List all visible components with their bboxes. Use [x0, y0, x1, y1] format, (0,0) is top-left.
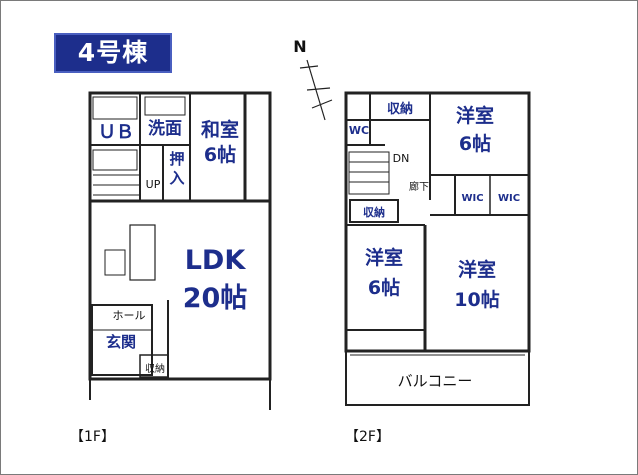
- room-label-wic-1: WIC: [461, 193, 484, 204]
- room-label-washitsu: 和室 6帖: [200, 119, 239, 166]
- room-label-senmen: 洗面: [148, 119, 182, 139]
- building-title: 4号棟: [54, 33, 172, 73]
- room-label-yoshitsu-w: 洋室 6帖: [364, 247, 403, 299]
- north-arrow-icon: [299, 59, 333, 121]
- hall-label: ホール: [112, 309, 146, 322]
- room-label-yoshitsu-ne: 洋室 6帖: [455, 105, 494, 155]
- stair-down-label: DN: [392, 152, 410, 165]
- room-label-oshiire: 押 入: [169, 150, 185, 187]
- storage-label-1f: 収納: [145, 364, 165, 375]
- balcony-label: バルコニー: [397, 372, 473, 390]
- room-label-shuno-mid: 収納: [363, 206, 385, 219]
- floor-label-1f: 【1F】: [70, 429, 115, 445]
- room-label-ldk: LDK 20帖: [182, 245, 248, 314]
- floor-label-2f: 【2F】: [345, 429, 390, 445]
- room-label-wc: WC: [348, 124, 370, 137]
- room-label-wic-2: WIC: [497, 193, 521, 204]
- room-label-genkan: 玄関: [105, 333, 136, 351]
- floor-2-walls: [344, 91, 531, 406]
- room-label-shuno-top: 収納: [386, 102, 413, 117]
- corridor-label: 廊下: [409, 182, 429, 193]
- compass-letter: N: [293, 37, 307, 56]
- room-label-ub: ＵＢ: [98, 122, 134, 143]
- room-label-yoshitsu-e: 洋室 10帖: [454, 259, 500, 311]
- stair-up-label: UP: [145, 178, 161, 191]
- floor-1-walls: [88, 91, 272, 410]
